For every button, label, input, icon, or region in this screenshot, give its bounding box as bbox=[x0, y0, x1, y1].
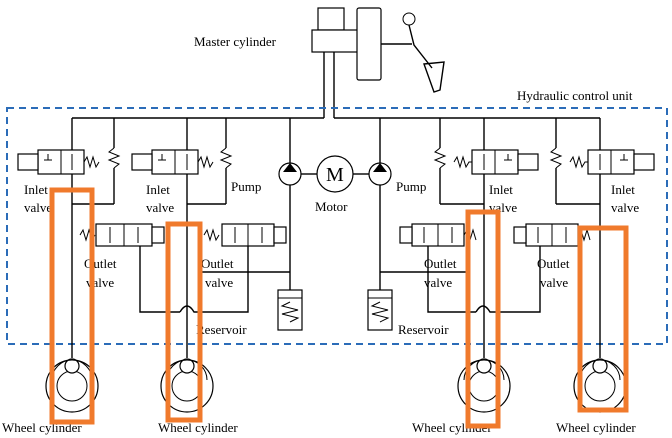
highlight-box-fl bbox=[49, 187, 95, 425]
outlet-valve-rr bbox=[513, 223, 591, 247]
master-cylinder-icon bbox=[311, 7, 412, 118]
reservoir-label-right: Reservoir bbox=[398, 322, 449, 337]
svg-text:Inlet: Inlet bbox=[611, 182, 635, 197]
return-piping bbox=[198, 185, 470, 290]
pump-label-left: Pump bbox=[231, 179, 261, 194]
reservoir-right bbox=[367, 289, 393, 331]
svg-text:valve: valve bbox=[24, 200, 52, 215]
inlet-valve-fr bbox=[131, 149, 214, 204]
wheel-cylinder-fl bbox=[45, 358, 99, 413]
spring-icon bbox=[107, 147, 563, 204]
svg-text:valve: valve bbox=[540, 275, 568, 290]
hydraulic-control-unit-boundary bbox=[6, 107, 668, 345]
inlet-valve-label-rr: Inlet valve bbox=[611, 182, 639, 215]
outlet-valve-label-fl: Outlet valve bbox=[84, 256, 117, 290]
svg-text:valve: valve bbox=[611, 200, 639, 215]
motor-symbol: M bbox=[326, 164, 344, 186]
motor-label: Motor bbox=[315, 199, 348, 214]
wheel-cylinder-label-fr: Wheel cylinder bbox=[158, 420, 238, 435]
outlet-valve-fl bbox=[79, 223, 165, 247]
wheel-cylinder-label-rr: Wheel cylinder bbox=[556, 420, 636, 435]
highlight-box-fr bbox=[165, 221, 203, 423]
inlet-valve-label-fr: Inlet valve bbox=[146, 182, 174, 215]
highlight-box-rl bbox=[465, 209, 501, 429]
outlet-valve-rl bbox=[399, 223, 477, 247]
highlight-box-rr bbox=[577, 225, 629, 413]
inlet-valve-rr bbox=[569, 149, 655, 204]
outlet-valve-fr bbox=[203, 223, 287, 247]
outlet-valve-label-rl: Outlet valve bbox=[424, 256, 457, 290]
outlet-valve-label-fr: Outlet valve bbox=[201, 256, 234, 290]
hydraulic-control-unit-label: Hydraulic control unit bbox=[517, 88, 633, 103]
svg-text:Inlet: Inlet bbox=[489, 182, 513, 197]
outlet-valve-label-rr: Outlet valve bbox=[537, 256, 570, 290]
motor-icon: M bbox=[301, 155, 369, 193]
inlet-valve-rl bbox=[453, 149, 539, 204]
inlet-valve-label-fl: Inlet valve bbox=[24, 182, 52, 215]
main-piping bbox=[71, 117, 601, 165]
svg-text:valve: valve bbox=[424, 275, 452, 290]
pump-label-right: Pump bbox=[396, 179, 426, 194]
svg-text:Inlet: Inlet bbox=[24, 182, 48, 197]
svg-text:Outlet: Outlet bbox=[537, 256, 570, 271]
svg-text:Outlet: Outlet bbox=[424, 256, 457, 271]
svg-text:Outlet: Outlet bbox=[201, 256, 234, 271]
master-cylinder-label: Master cylinder bbox=[194, 34, 277, 49]
brake-pedal-icon bbox=[402, 12, 445, 93]
reservoir-left bbox=[277, 289, 303, 331]
svg-text:Outlet: Outlet bbox=[84, 256, 117, 271]
svg-text:valve: valve bbox=[146, 200, 174, 215]
pump-icon bbox=[278, 162, 392, 186]
reservoir-label-left: Reservoir bbox=[196, 322, 247, 337]
svg-text:Inlet: Inlet bbox=[146, 182, 170, 197]
svg-text:valve: valve bbox=[205, 275, 233, 290]
wheel-cylinder-icon bbox=[45, 358, 627, 413]
